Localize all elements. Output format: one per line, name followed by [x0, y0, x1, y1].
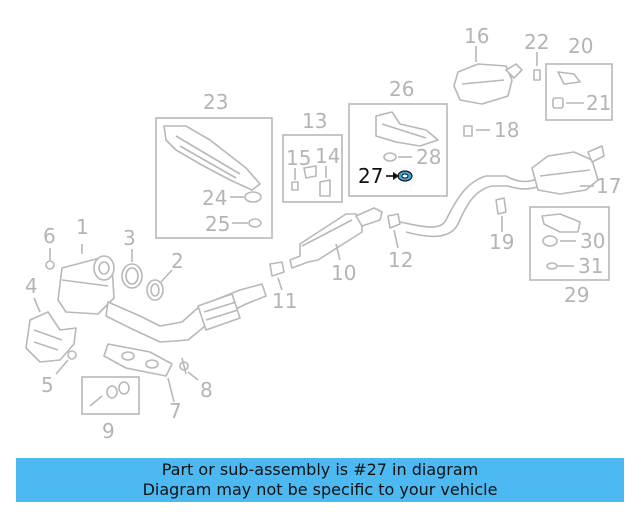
callout-14: 14 — [315, 144, 340, 168]
callout-25: 25 — [205, 212, 230, 236]
callout-18: 18 — [494, 118, 519, 142]
part-7-flange — [103, 343, 173, 377]
callout-13: 13 — [302, 109, 327, 133]
info-banner: Part or sub-assembly is #27 in diagram D… — [16, 458, 624, 502]
banner-line-part-number: Part or sub-assembly is #27 in diagram — [161, 460, 479, 479]
callout-2: 2 — [171, 249, 184, 273]
callout-19: 19 — [489, 230, 514, 254]
callout-20: 20 — [568, 34, 593, 58]
part-1-catalytic-filter — [57, 255, 115, 315]
group-box-13 — [282, 134, 343, 203]
part-20-bracket — [557, 71, 581, 85]
part-2-gasket — [146, 279, 164, 301]
part-3-clamp — [121, 263, 143, 289]
part-23-heat-shield — [163, 125, 261, 191]
callout-27: 27 — [358, 164, 383, 188]
callout-31: 31 — [578, 254, 603, 278]
callout-28: 28 — [416, 145, 441, 169]
callout-26: 26 — [389, 77, 414, 101]
part-29-bracket — [541, 213, 581, 233]
callout-15: 15 — [286, 146, 311, 170]
exhaust-system-diagram: 1 2 3 4 5 6 7 8 9 10 11 12 13 14 15 16 1… — [25, 24, 621, 443]
part-27-arrow — [393, 172, 399, 180]
group-box-29 — [529, 206, 610, 281]
callout-17: 17 — [596, 174, 621, 198]
part-6-nut — [45, 260, 55, 270]
callout-21: 21 — [586, 91, 611, 115]
group-box-20 — [545, 63, 613, 121]
part-10-centre-muffler — [289, 207, 383, 269]
callout-6: 6 — [43, 224, 56, 248]
part-8-stud — [179, 357, 189, 375]
callout-16: 16 — [464, 24, 489, 48]
part-27-nut — [397, 170, 413, 182]
callout-5: 5 — [41, 373, 54, 397]
callout-9: 9 — [102, 419, 115, 443]
group-box-23 — [155, 117, 273, 239]
callout-29: 29 — [564, 283, 589, 307]
callout-4: 4 — [25, 274, 38, 298]
part-26-heat-shield — [375, 111, 439, 147]
part-17-rear-muffler — [531, 145, 605, 195]
callout-7: 7 — [169, 399, 182, 423]
part-16-rear-silencer — [453, 63, 523, 105]
part-22-bolt — [533, 69, 541, 81]
part-19-hanger — [495, 197, 507, 215]
part-31-nut — [546, 262, 558, 270]
group-box-26 — [348, 103, 448, 197]
part-30-washer — [542, 235, 558, 247]
callout-1: 1 — [76, 215, 89, 239]
group-box-9 — [81, 376, 140, 415]
callout-23: 23 — [203, 90, 228, 114]
callout-10: 10 — [331, 261, 356, 285]
part-24-washer — [244, 191, 262, 203]
part-18-hanger — [463, 125, 473, 137]
part-4-heat-shield — [25, 311, 77, 363]
callout-8: 8 — [200, 378, 213, 402]
callout-24: 24 — [202, 186, 227, 210]
callout-3: 3 — [123, 226, 136, 250]
callout-30: 30 — [580, 229, 605, 253]
part-13-hanger-set — [291, 165, 331, 197]
part-25-nut — [248, 218, 262, 228]
banner-line-disclaimer: Diagram may not be specific to your vehi… — [142, 480, 498, 499]
callout-22: 22 — [524, 30, 549, 54]
part-12-clamp — [387, 213, 401, 229]
callout-12: 12 — [388, 248, 413, 272]
callout-11: 11 — [272, 289, 297, 313]
part-9-bolt-set — [89, 381, 130, 407]
front-pipe — [105, 283, 267, 343]
part-11-clamp — [269, 261, 285, 277]
part-28-washer — [383, 152, 397, 162]
part-5-bolt — [67, 350, 77, 360]
intermediate-pipe — [399, 175, 541, 238]
part-21-insulator — [552, 97, 564, 109]
